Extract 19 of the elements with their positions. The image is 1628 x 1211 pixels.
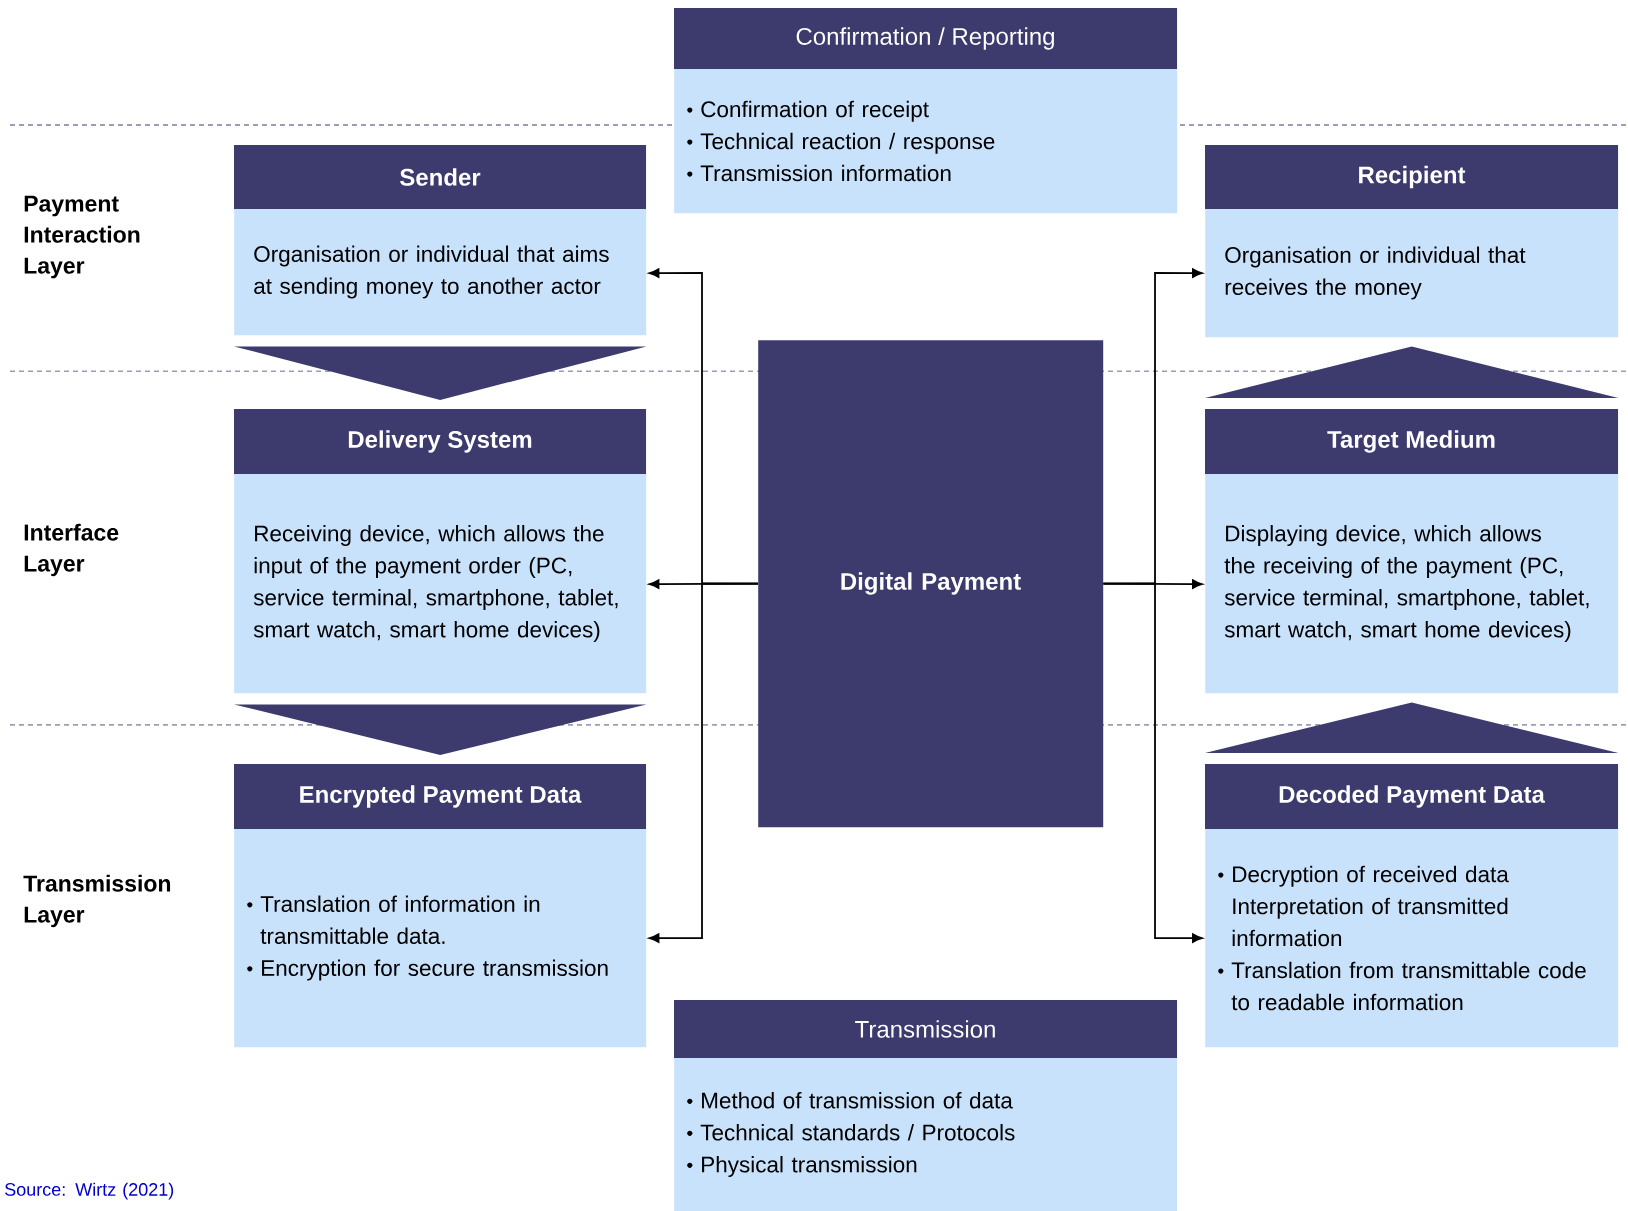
source-note: Source: Wirtz (2021): [5, 1182, 174, 1200]
layer-label: Payment Interaction Layer: [24, 195, 140, 279]
info-box: Recipient Organisation or individual that receives the money: [1205, 145, 1619, 338]
layer-label: Transmission Layer: [23, 874, 171, 928]
info-box: Sender Organisation or individual that aims at sending money to another actor: [234, 145, 647, 336]
info-box: Transmission Method of transmission of data Technical standards / Protocols Physical transmission: [674, 1000, 1178, 1211]
center-box: Digital Payment: [758, 340, 1104, 828]
info-box: Confirmation / Reporting Confirmation of receipt Technical reaction / response Transmission information: [674, 8, 1178, 214]
layer-label: Interface Layer: [24, 523, 119, 577]
chevron-arrow: [1205, 346, 1619, 398]
info-box: Decoded Payment Data Decryption of received data Interpretation of transmitted information Translation from transmittable code to readable information: [1205, 764, 1619, 1048]
chevron-arrow: [234, 346, 647, 400]
info-box: Encrypted Payment Data Translation of information in transmittable data. Encryption for secure transmission: [234, 764, 647, 1048]
info-box: Target Medium Displaying device, which allows the receiving of the payment (PC, service terminal, smartphone, tablet, smart watch, smart home devices): [1205, 409, 1619, 694]
arrow: [1102, 582, 1203, 943]
chevron-arrow: [234, 704, 647, 755]
info-box: Delivery System Receiving device, which allows the input of the payment order (PC, service terminal, smartphone, tablet, smart watch, smart home devices): [234, 409, 647, 694]
chevron-arrow: [1205, 702, 1619, 753]
arrow: [648, 582, 759, 943]
